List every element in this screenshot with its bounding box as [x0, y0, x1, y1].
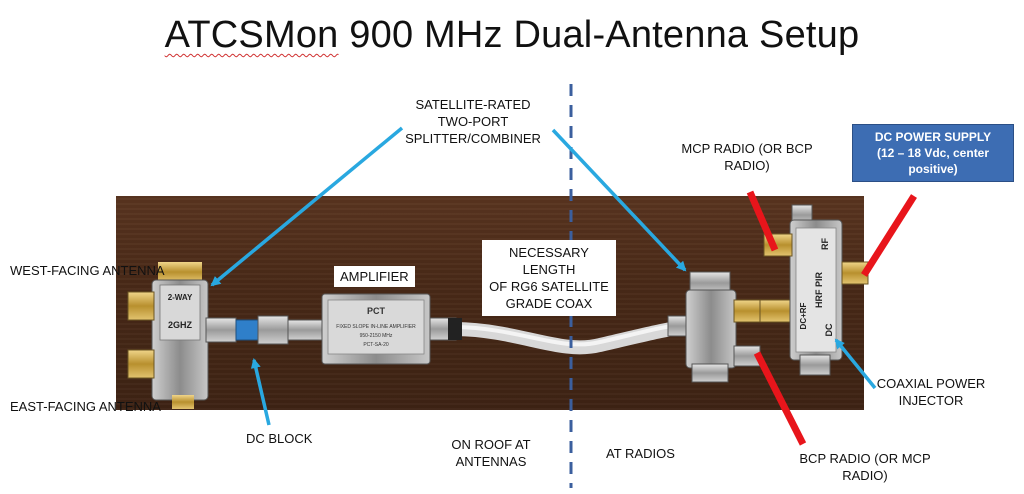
injector-rf-text: RF	[820, 238, 830, 250]
label-coaxial-injector: COAXIAL POWER INJECTOR	[876, 376, 986, 408]
title-word-atcsmon: ATCSMon	[164, 14, 339, 56]
left-splitter: 2-WAY 2GHZ	[127, 262, 209, 409]
rg6-coax-cable	[449, 319, 697, 355]
right-splitter	[685, 271, 795, 383]
mcp-radio-line	[746, 190, 779, 252]
left-splitter-freq: 2GHZ	[168, 320, 193, 330]
amplifier-device: PCT FIXED SLOPE IN-LINE AMPLIFIER 950-21…	[321, 293, 457, 365]
arrow-to-dc-block	[250, 358, 271, 426]
label-mcp-radio: MCP RADIO (OR BCP RADIO)	[681, 141, 813, 173]
arrow-to-left-splitter	[210, 126, 404, 287]
arrow-to-right-splitter	[551, 128, 687, 272]
dc-power-supply-box: DC POWER SUPPLY (12 – 18 Vdc, center pos…	[852, 124, 1014, 182]
power-injector: RF HRF PIR DC DC+RF	[763, 204, 869, 376]
injector-dcrf-text: DC+RF	[799, 302, 808, 329]
amp-brand-text: PCT	[367, 306, 386, 316]
label-on-roof: ON ROOF AT ANTENNAS	[451, 437, 531, 469]
label-east-antenna: EAST-FACING ANTENNA	[10, 399, 161, 414]
dc-block-connector	[205, 315, 323, 345]
dc-power-line	[861, 194, 917, 277]
label-bcp-radio: BCP RADIO (OR MCP RADIO)	[799, 451, 931, 483]
injector-hrf-text: HRF PIR	[814, 271, 824, 308]
arrow-to-injector	[834, 338, 877, 390]
page-title: ATCSMon 900 MHz Dual-Antenna Setup	[0, 14, 1024, 57]
label-west-antenna: WEST-FACING ANTENNA	[10, 263, 165, 278]
left-splitter-label-plate	[159, 284, 201, 341]
amp-model-text: PCT-SA-20	[363, 342, 389, 348]
label-dc-block: DC BLOCK	[246, 431, 313, 446]
label-amplifier: AMPLIFIER	[334, 266, 415, 287]
left-splitter-bottom-tab	[172, 395, 194, 409]
west-antenna-port	[127, 291, 155, 321]
injector-dc-text: DC	[824, 323, 834, 336]
label-at-radios: AT RADIOS	[606, 446, 675, 461]
label-coax: NECESSARY LENGTH OF RG6 SATELLITE GRADE …	[482, 240, 616, 316]
label-splitter-combiner: SATELLITE-RATED TWO-PORT SPLITTER/COMBIN…	[405, 97, 541, 146]
east-antenna-port	[127, 349, 155, 379]
left-splitter-top-tab	[158, 262, 202, 282]
amp-desc-text: FIXED SLOPE IN-LINE AMPLIFIER	[336, 324, 416, 330]
title-rest: 900 MHz Dual-Antenna Setup	[338, 14, 860, 56]
bcp-radio-line	[753, 351, 807, 446]
coax-boot-left	[448, 318, 462, 340]
left-splitter-text: 2-WAY	[168, 293, 193, 302]
amp-freq-text: 950-2150 MHz	[360, 333, 393, 339]
